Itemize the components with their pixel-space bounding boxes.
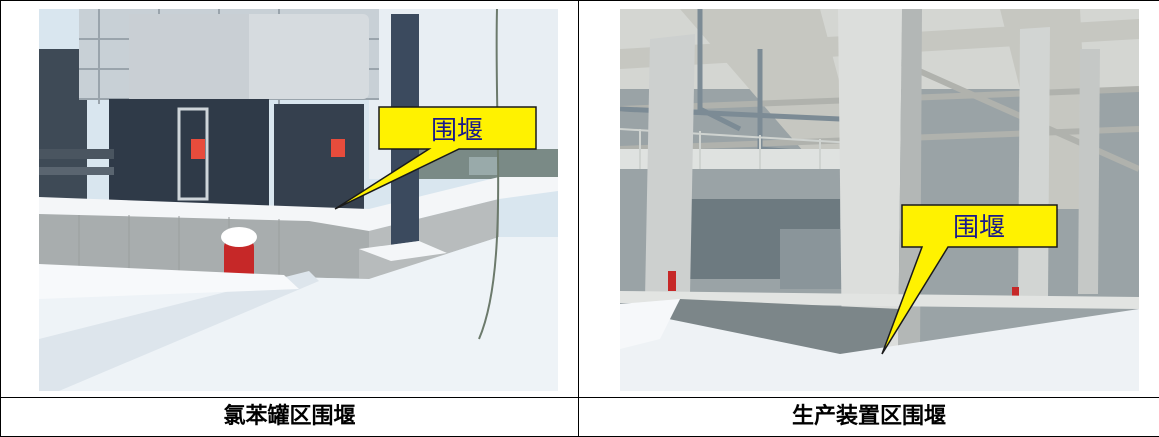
left-caption-cell: 氯苯罐区围堰 [1, 398, 579, 437]
right-caption-cell: 生产装置区围堰 [579, 398, 1159, 437]
right-callout-label: 围堰 [953, 213, 1005, 243]
left-caption: 氯苯罐区围堰 [223, 404, 355, 429]
right-photo-cell: 围堰 [579, 1, 1159, 398]
left-photo-cell: 围堰 [1, 1, 579, 398]
right-caption: 生产装置区围堰 [792, 404, 946, 429]
left-callout-label: 围堰 [431, 116, 483, 146]
production-unit-area-photo: 围堰 [620, 9, 1139, 391]
chlorobenzene-tank-area-photo: 围堰 [39, 9, 558, 391]
